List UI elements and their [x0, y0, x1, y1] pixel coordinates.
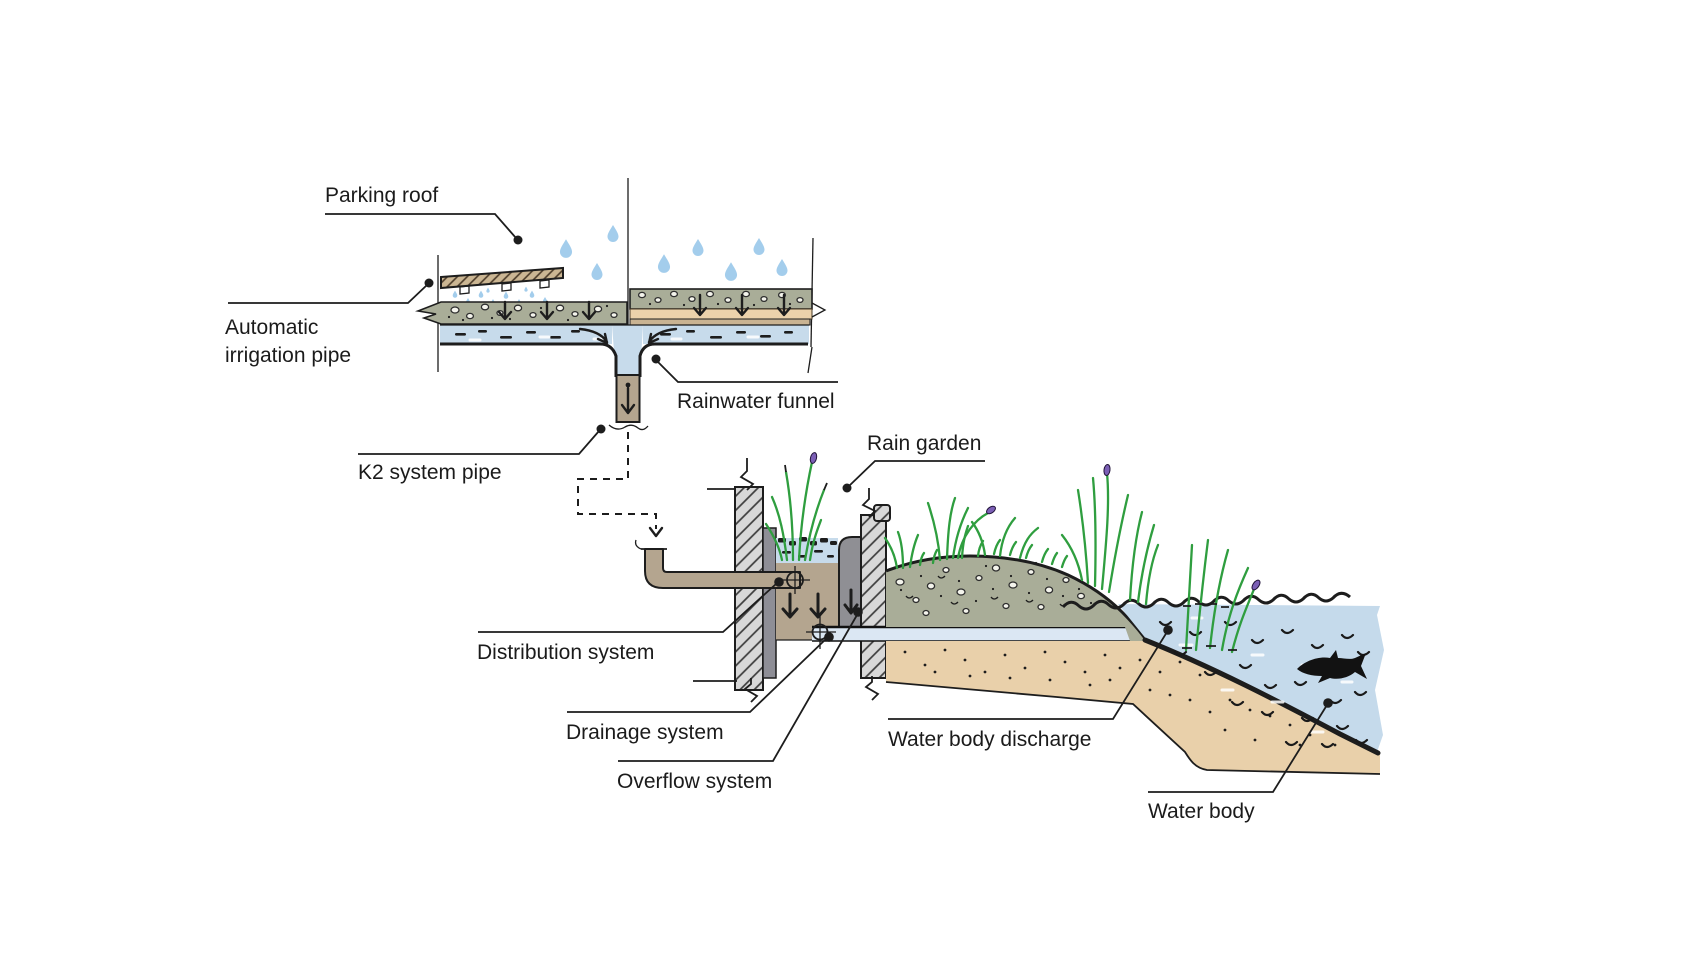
label-drainage-system: Drainage system: [566, 632, 834, 744]
drainage-valve: [806, 615, 836, 649]
label-water-body-discharge: Water body discharge: [888, 625, 1173, 751]
label-k2-system-pipe-text: K2 system pipe: [358, 461, 502, 484]
label-automatic-irrigation-pipe: Automatic irrigation pipe: [225, 278, 434, 367]
roof-substrate-right: [629, 288, 827, 326]
label-water-body-discharge-text: Water body discharge: [888, 728, 1092, 751]
pebbles: [895, 561, 1093, 617]
label-distribution-system: Distribution system: [477, 577, 784, 664]
waterbed-line: [1142, 637, 1381, 756]
flower-bud: [1251, 579, 1261, 591]
overflow-arrow: [843, 588, 859, 615]
pebbles: [447, 303, 618, 322]
infiltration-basin: [764, 452, 838, 641]
roof-layer-torn-edge: [811, 302, 827, 318]
irrigation-sprinkler-bar: [440, 266, 564, 306]
label-rainwater-funnel: Rainwater funnel: [651, 354, 838, 413]
label-rain-garden: Rain garden: [842, 432, 985, 493]
rain-garden-substrate: [885, 554, 1381, 775]
label-automatic-irrigation-pipe-text2: irrigation pipe: [225, 344, 351, 367]
label-automatic-irrigation-pipe-text: Automatic: [225, 316, 318, 339]
wave-marks: [1158, 616, 1371, 749]
distribution-valve: [781, 566, 810, 594]
rain-garden-grass: [883, 464, 1160, 606]
flower-bud: [1103, 464, 1111, 476]
flower-bud: [809, 452, 818, 464]
dashed-pipe-route: [577, 432, 664, 538]
sandy-soil: [886, 641, 1380, 774]
distribution-pipe: [634, 539, 810, 594]
wall-break-top: [739, 458, 755, 491]
fish-icon: [1297, 650, 1367, 683]
water-body: [1061, 591, 1384, 756]
rainwater-funnel-pipe: [608, 374, 649, 431]
roof-substrate-left: [415, 300, 628, 325]
label-rain-garden-text: Rain garden: [867, 432, 981, 455]
label-water-body: Water body: [1148, 698, 1333, 823]
rain-garden-cross-section: [634, 452, 1384, 775]
wall-break-bottom: [864, 676, 880, 701]
wall-break-bottom: [743, 678, 759, 703]
label-overflow-system: Overflow system: [617, 607, 863, 793]
basin-grass: [764, 452, 828, 562]
water-surface-line: [1061, 591, 1351, 611]
overflow-wall: [838, 536, 863, 631]
roof-cross-section: [415, 178, 827, 538]
label-distribution-system-text: Distribution system: [477, 641, 654, 664]
roof-right-guide-tail: [807, 346, 813, 374]
pebbles: [637, 290, 804, 307]
label-water-body-text: Water body: [1148, 800, 1255, 823]
wall-break-top: [861, 488, 877, 518]
water-reeds: [1182, 538, 1261, 654]
roof-water-layer: [440, 324, 809, 377]
label-k2-system-pipe: K2 system pipe: [358, 424, 606, 484]
label-overflow-system-text: Overflow system: [617, 770, 772, 793]
flower-bud: [986, 505, 996, 515]
rain-drops: [559, 225, 788, 281]
label-parking-roof: Parking roof: [325, 184, 523, 245]
label-drainage-system-text: Drainage system: [566, 721, 724, 744]
labels: Parking roof Automatic irrigation pipe R…: [225, 184, 1333, 823]
label-parking-roof-text: Parking roof: [325, 184, 438, 207]
infiltration-arrows-left: [497, 300, 597, 321]
soil-bottom-line: [885, 681, 1381, 775]
flow-arrows-to-funnel: [578, 327, 678, 345]
infiltration-arrows-right: [692, 293, 792, 317]
wall-liner-strip: [762, 527, 777, 679]
basin-infiltration-arrows: [781, 592, 827, 619]
label-rainwater-funnel-text: Rainwater funnel: [677, 390, 835, 413]
